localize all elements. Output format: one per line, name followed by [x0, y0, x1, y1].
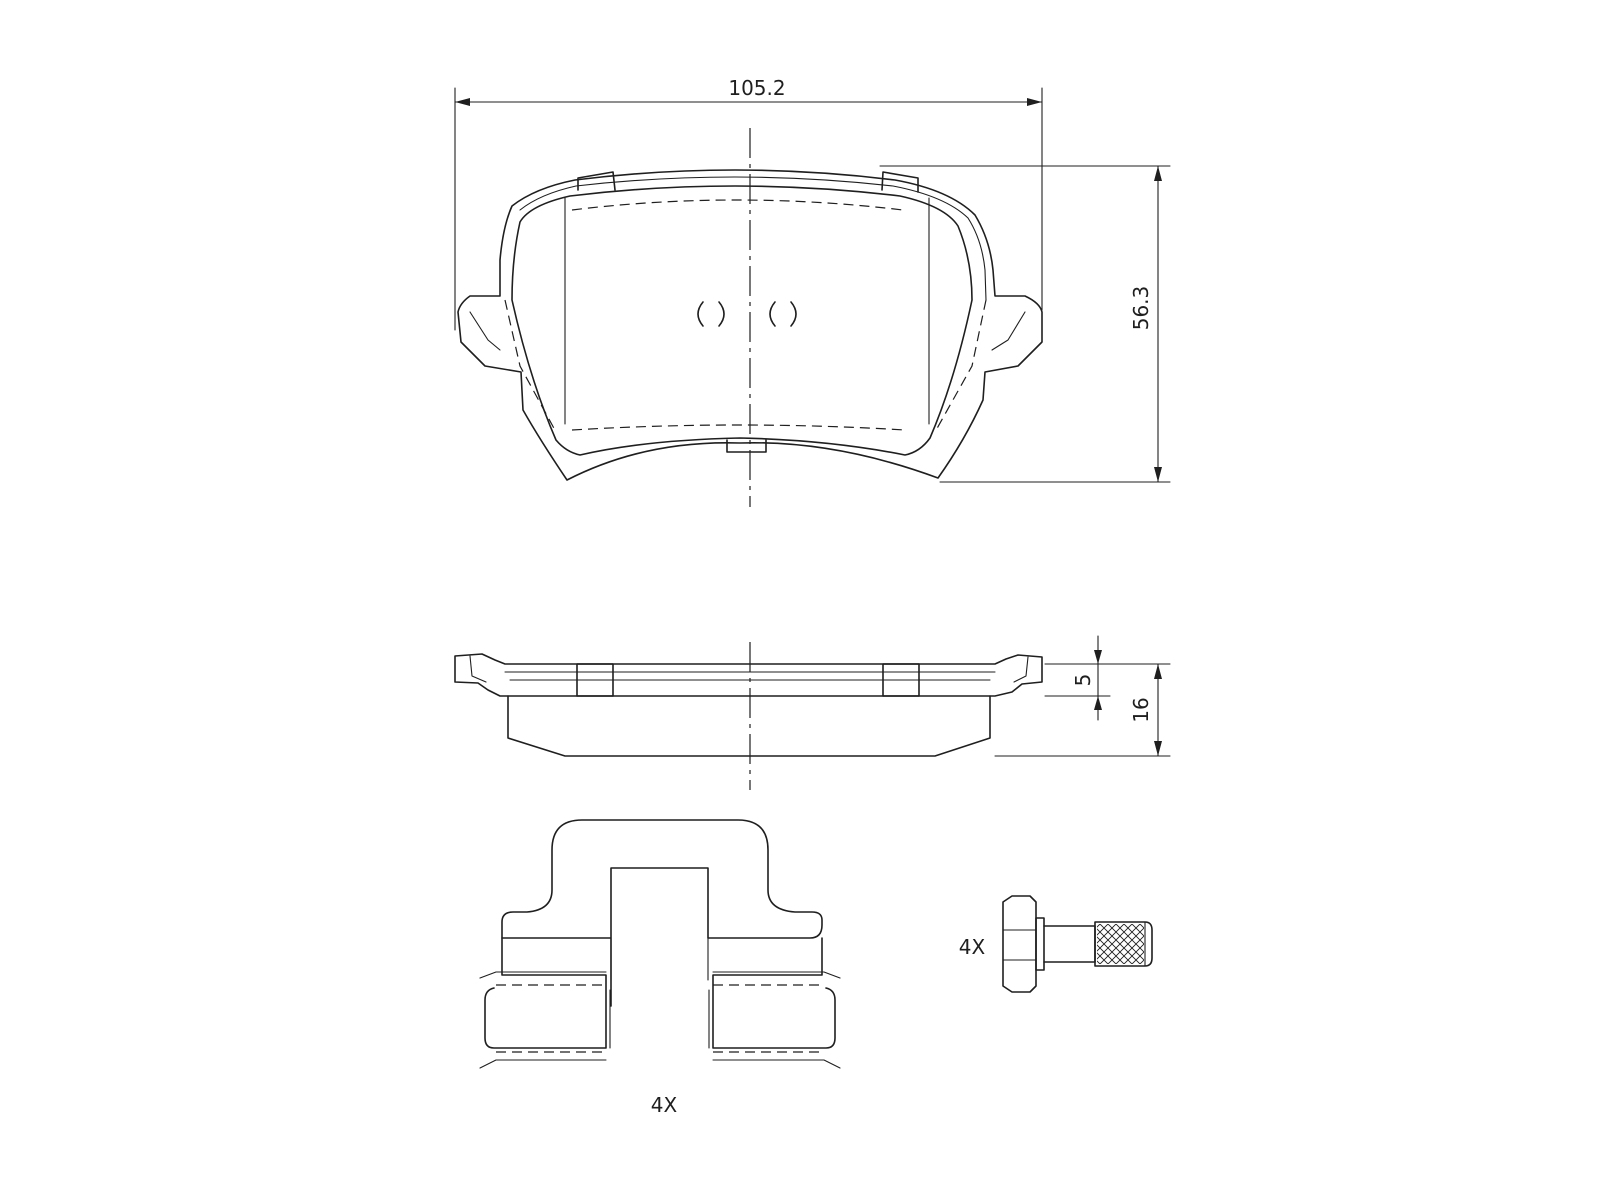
- abutment-clip: 4X: [479, 819, 841, 1117]
- top-lug-left: [577, 171, 616, 191]
- width-label: 105.2: [728, 76, 785, 100]
- right-ear-detail: [991, 311, 1026, 351]
- height-dimension: 56.3: [879, 165, 1171, 483]
- backing-plate-outline: [457, 169, 1043, 481]
- bolt-shank: [1043, 925, 1096, 963]
- side-clip-right: [882, 663, 920, 697]
- hidden-contour-bottom: [571, 424, 906, 431]
- clip-right-spring: [712, 971, 841, 1069]
- wear-indicator-right-close: [790, 301, 797, 327]
- total-thickness-arrow-bottom: [1154, 741, 1162, 756]
- plate-thickness-arrow-top: [1094, 650, 1102, 664]
- total-thickness-label: 16: [1129, 697, 1153, 722]
- bolt-quantity-label: 4X: [959, 935, 986, 959]
- clip-left-spring: [479, 971, 607, 1069]
- side-right-ear-detail: [1013, 656, 1029, 683]
- height-arrow-top: [1154, 166, 1162, 181]
- wear-indicator-right-open: [769, 301, 776, 327]
- bolt-flange: [1035, 917, 1045, 971]
- clip-outline: [501, 819, 823, 1007]
- height-label: 56.3: [1129, 286, 1153, 331]
- clip-right-leg: [712, 937, 836, 1049]
- bolt-hex-head: [1002, 895, 1037, 993]
- total-thickness-arrow-top: [1154, 664, 1162, 679]
- backing-plate-inner-outline: [519, 176, 987, 301]
- width-dimension: 105.2: [454, 76, 1043, 331]
- front-view: [457, 128, 1043, 507]
- plate-thickness-label: 5: [1071, 674, 1095, 687]
- width-arrow-right: [1027, 98, 1042, 106]
- hidden-contour-right: [934, 299, 987, 433]
- side-friction-material: [507, 695, 991, 757]
- hidden-contour-top: [571, 199, 904, 211]
- bolt-knurl-pattern: [1097, 924, 1144, 964]
- bolt-knurled-end: [1094, 921, 1153, 967]
- plate-thickness-arrow-bottom: [1094, 696, 1102, 710]
- wear-indicator-left-close: [718, 301, 725, 327]
- friction-pad-outline: [511, 185, 973, 456]
- thickness-dimensions: 5 16: [994, 635, 1171, 757]
- bottom-notch: [726, 439, 767, 453]
- wear-indicator-left-open: [697, 301, 704, 327]
- width-arrow-left: [455, 98, 470, 106]
- left-ear-detail: [469, 311, 501, 351]
- clip-quantity-label: 4X: [651, 1093, 678, 1117]
- height-arrow-bottom: [1154, 467, 1162, 482]
- top-lug-right: [881, 171, 919, 193]
- side-clip-left: [576, 663, 614, 697]
- guide-bolt: 4X: [959, 895, 1153, 993]
- side-view: [454, 642, 1043, 790]
- clip-left-leg: [484, 937, 607, 1049]
- side-left-ear-detail: [469, 655, 487, 683]
- hidden-contour-left: [504, 299, 557, 433]
- side-backing-plate: [454, 653, 1043, 697]
